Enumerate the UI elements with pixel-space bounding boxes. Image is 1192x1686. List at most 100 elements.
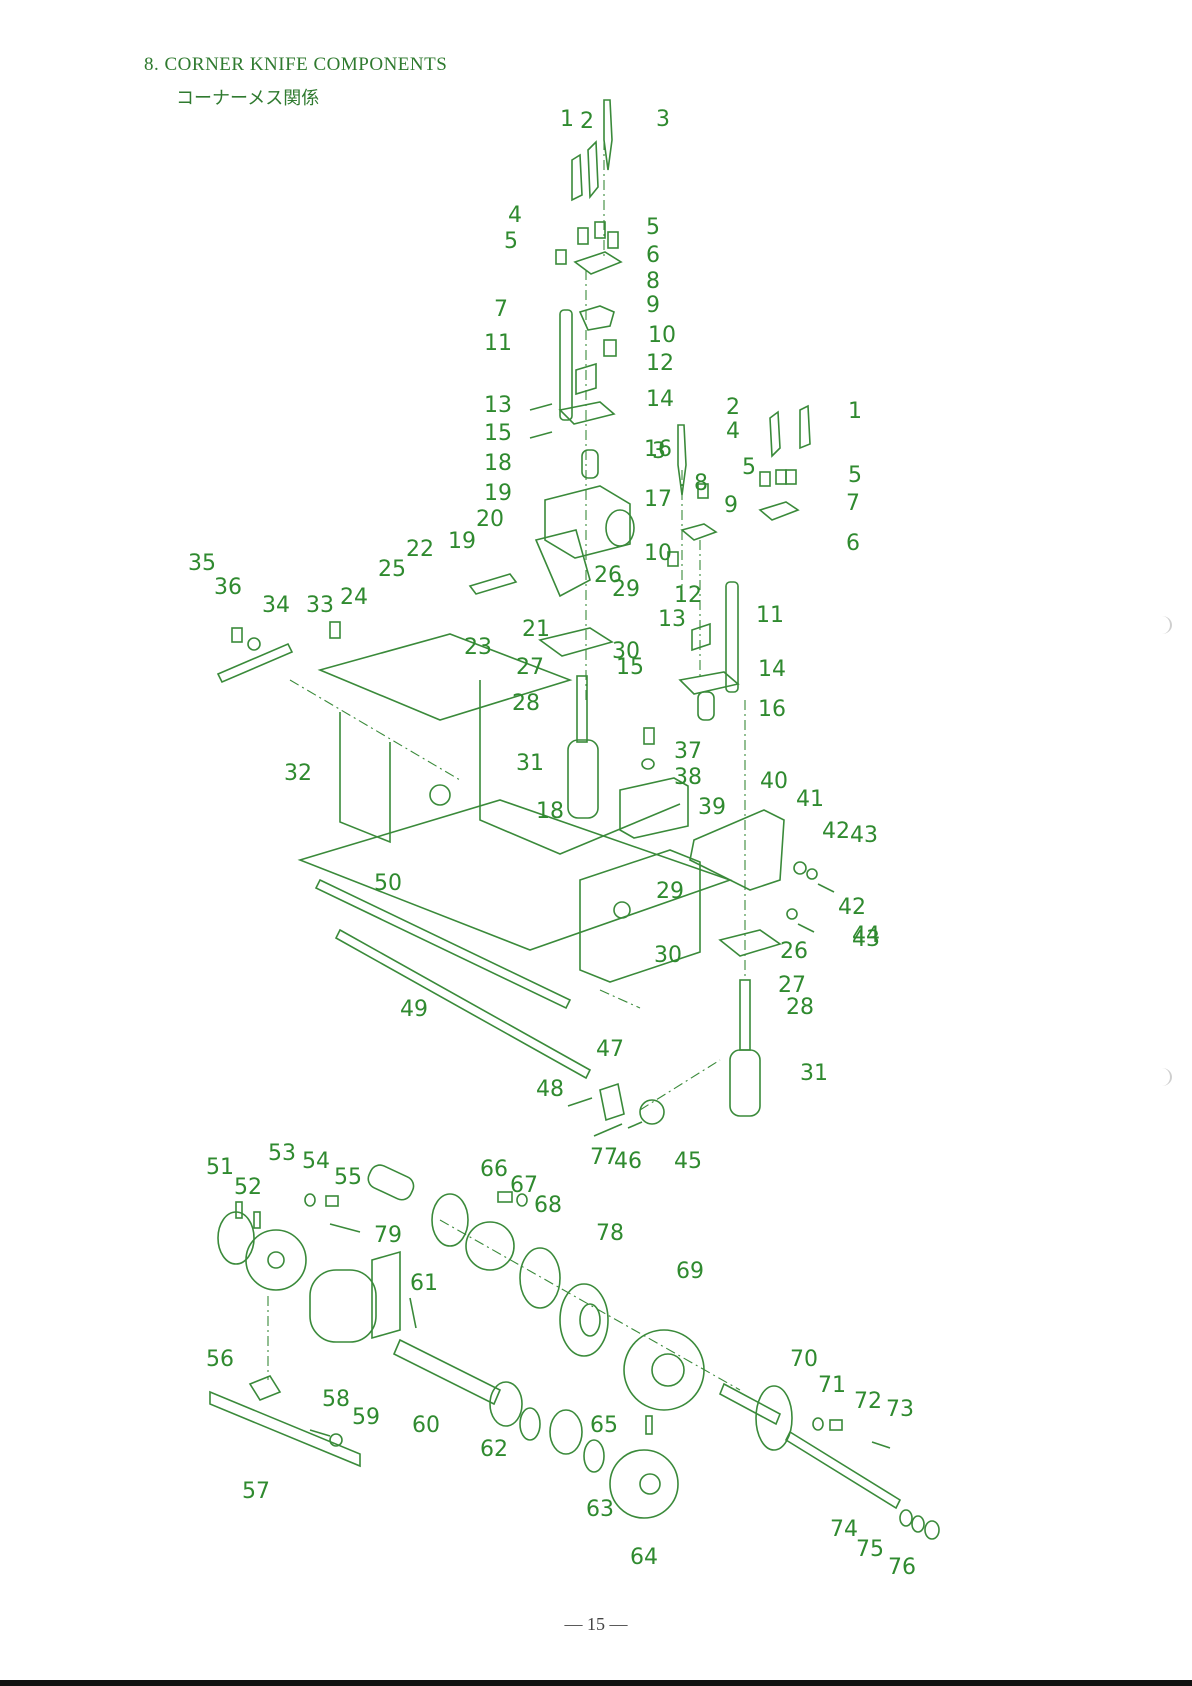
part-number-label: 73 (886, 1397, 914, 1422)
spacer-part (519, 1407, 541, 1441)
part-number-label: 31 (800, 1061, 828, 1086)
part-number-label: 63 (586, 1497, 614, 1522)
part-number-label: 3 (652, 439, 666, 464)
knife-body-part (544, 485, 631, 559)
stepping-motor-part (309, 1269, 377, 1343)
motor-flange-part (371, 1250, 401, 1340)
part-number-label: 9 (646, 293, 660, 318)
part-number-label: 17 (644, 487, 672, 512)
screw-part (603, 339, 617, 357)
frame-base (297, 799, 733, 951)
part-number-label: 74 (830, 1517, 858, 1542)
part-number-label: 15 (484, 421, 512, 446)
part-number-label: 1 (848, 399, 862, 424)
part-number-label: 2 (726, 395, 740, 420)
part-number-label: 39 (698, 795, 726, 820)
part-number-label: 53 (268, 1141, 296, 1166)
air-cylinder-rod-part (576, 675, 588, 743)
part-number-label: 58 (322, 1387, 350, 1412)
part-number-label: 19 (448, 529, 476, 554)
part-number-label: 57 (242, 1479, 270, 1504)
part-number-label: 4 (508, 203, 522, 228)
air-cylinder-part (729, 1049, 761, 1117)
part-number-label: 21 (522, 617, 550, 642)
washer-part (516, 1193, 528, 1207)
part-number-label: 30 (654, 943, 682, 968)
screw-part (607, 231, 619, 249)
knife-holder-part (573, 251, 623, 275)
frame-block (579, 849, 701, 983)
part-number-label: 69 (676, 1259, 704, 1284)
part-number-label: 14 (646, 387, 674, 412)
part-number-label: 24 (340, 585, 368, 610)
part-number-label: 26 (780, 939, 808, 964)
knife-blade-part (603, 99, 613, 171)
guide-rod-part (334, 928, 592, 1080)
part-number-label: 19 (484, 481, 512, 506)
part-number-label: 12 (674, 583, 702, 608)
part-number-label: 52 (234, 1175, 262, 1200)
assembly-centerline (289, 679, 721, 1111)
part-number-label: 68 (534, 1193, 562, 1218)
washer-part (786, 908, 798, 920)
part-number-label: 77 (590, 1145, 618, 1170)
part-number-label: 60 (412, 1413, 440, 1438)
part-number-label: 10 (644, 541, 672, 566)
part-number-label: 6 (846, 531, 860, 556)
part-number-label: 72 (854, 1389, 882, 1414)
part-number-label: 55 (334, 1165, 362, 1190)
gear-bore (651, 1353, 685, 1387)
screw-part (697, 483, 709, 499)
binder-hole-mark (1152, 616, 1172, 634)
page-number: — 15 — (564, 1614, 628, 1634)
part-number-label: 37 (674, 739, 702, 764)
part-number-label: 51 (206, 1155, 234, 1180)
knife-clamp-part (578, 305, 615, 331)
part-number-label: 71 (818, 1373, 846, 1398)
part-number-label: 62 (480, 1437, 508, 1462)
screw-part (577, 227, 589, 245)
sensor-part (248, 1375, 282, 1401)
part-number-label: 54 (302, 1149, 330, 1174)
part-number-label: 26 (594, 563, 622, 588)
screw-part (567, 1097, 593, 1107)
washer-part (911, 1515, 925, 1533)
part-number-label: 8 (694, 471, 708, 496)
part-number-label: 43 (852, 927, 880, 952)
part-number-label: 6 (646, 243, 660, 268)
shaft-part (559, 309, 573, 421)
part-number-label: 35 (188, 551, 216, 576)
knife-holder-part (758, 501, 800, 521)
ball-screw-part (784, 1430, 902, 1510)
bearing-holder-part (519, 1247, 561, 1309)
screw-part (529, 431, 553, 439)
part-number-label: 29 (612, 577, 640, 602)
part-number-label: 8 (646, 269, 660, 294)
washer-part (329, 1433, 343, 1447)
bearing-part (489, 1381, 523, 1427)
assembly-centerline (585, 140, 605, 700)
part-number-label: 43 (850, 823, 878, 848)
screw-part (785, 469, 797, 485)
page-subtitle: コーナーメス関係 (176, 88, 320, 109)
bracket-part (558, 401, 616, 425)
part-number-label: 2 (580, 109, 594, 134)
gear-part (465, 1221, 515, 1271)
part-number-label: 20 (476, 507, 504, 532)
upper-left-knife-assembly (468, 99, 635, 819)
part-number-label: 16 (758, 697, 786, 722)
part-number-label: 16 (644, 437, 672, 462)
washer-part (304, 1193, 316, 1207)
part-number-label: 44 (852, 923, 880, 948)
scan-edge (0, 1680, 1192, 1686)
part-number-label: 23 (464, 635, 492, 660)
gear-bore (267, 1251, 285, 1269)
mount-plate-part (718, 929, 782, 957)
part-number-label: 30 (612, 639, 640, 664)
ball-nut-gear-part (623, 1329, 705, 1411)
part-number-label: 34 (262, 593, 290, 618)
pin-part (235, 1201, 243, 1219)
part-number-label: 18 (484, 451, 512, 476)
part-number-label: 28 (512, 691, 540, 716)
